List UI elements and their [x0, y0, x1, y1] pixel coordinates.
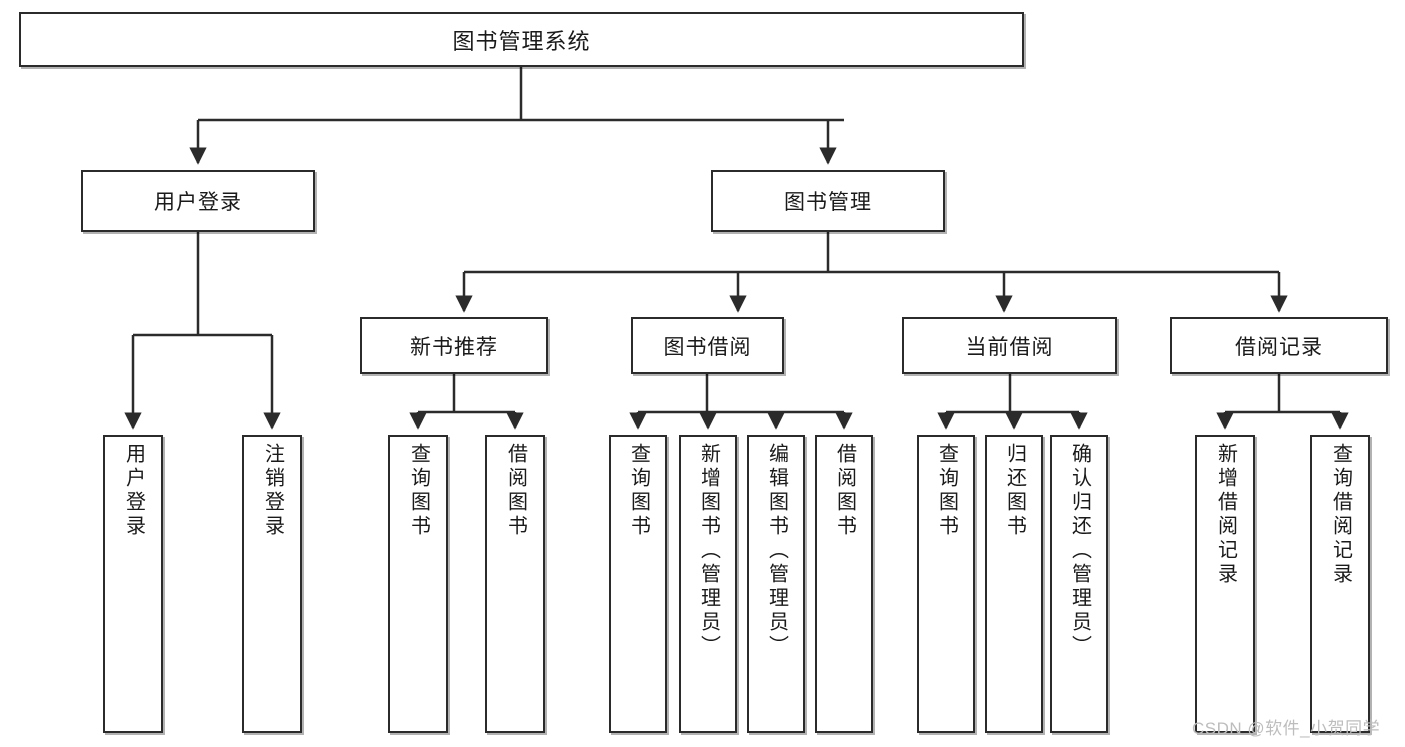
- node-book-borrow[interactable]: 图书借阅: [631, 317, 784, 374]
- watermark-text: CSDN @软件_小贺同学: [1192, 719, 1381, 738]
- node-label: 新书推荐: [410, 335, 498, 359]
- leaf-record-query-borrow-record[interactable]: 查询借阅记录: [1310, 435, 1370, 733]
- node-label: 查询图书: [935, 443, 958, 539]
- node-label: 图书管理系统: [452, 28, 591, 54]
- node-label: 新增借阅记录: [1214, 443, 1237, 587]
- node-current-borrow[interactable]: 当前借阅: [902, 317, 1117, 374]
- leaf-recommend-borrow-book[interactable]: 借阅图书: [485, 435, 545, 733]
- node-label: 编辑图书（管理员）: [765, 443, 788, 659]
- node-label: 借阅记录: [1235, 335, 1323, 359]
- node-book-management[interactable]: 图书管理: [711, 170, 945, 232]
- node-label: 查询借阅记录: [1329, 443, 1352, 587]
- node-user-login[interactable]: 用户登录: [81, 170, 315, 232]
- leaf-current-return-book[interactable]: 归还图书: [985, 435, 1043, 733]
- node-label: 借阅图书: [833, 443, 856, 539]
- node-label: 图书管理: [784, 191, 872, 214]
- node-borrow-record[interactable]: 借阅记录: [1170, 317, 1388, 374]
- node-label: 图书借阅: [663, 335, 752, 359]
- node-label: 用户登录: [122, 443, 145, 539]
- leaf-user-login-login[interactable]: 用户登录: [103, 435, 163, 733]
- leaf-user-login-logout[interactable]: 注销登录: [242, 435, 302, 733]
- leaf-borrow-edit-book-admin[interactable]: 编辑图书（管理员）: [747, 435, 805, 733]
- leaf-record-add-borrow-record[interactable]: 新增借阅记录: [1195, 435, 1255, 733]
- leaf-borrow-query-book[interactable]: 查询图书: [609, 435, 667, 733]
- leaf-current-confirm-return-admin[interactable]: 确认归还（管理员）: [1050, 435, 1108, 733]
- node-new-book-recommend[interactable]: 新书推荐: [360, 317, 548, 374]
- node-label: 归还图书: [1003, 443, 1026, 539]
- leaf-borrow-add-book-admin[interactable]: 新增图书（管理员）: [679, 435, 737, 733]
- node-label: 用户登录: [154, 191, 242, 214]
- node-label: 当前借阅: [965, 335, 1054, 359]
- node-root-book-management-system[interactable]: 图书管理系统: [19, 12, 1024, 67]
- leaf-borrow-borrow-book[interactable]: 借阅图书: [815, 435, 873, 733]
- leaf-current-query-book[interactable]: 查询图书: [917, 435, 975, 733]
- node-label: 新增图书（管理员）: [697, 443, 720, 659]
- node-label: 借阅图书: [504, 443, 527, 539]
- node-label: 查询图书: [627, 443, 650, 539]
- leaf-recommend-query-book[interactable]: 查询图书: [388, 435, 448, 733]
- node-label: 查询图书: [407, 443, 430, 539]
- node-label: 注销登录: [261, 443, 284, 539]
- node-label: 确认归还（管理员）: [1068, 443, 1091, 659]
